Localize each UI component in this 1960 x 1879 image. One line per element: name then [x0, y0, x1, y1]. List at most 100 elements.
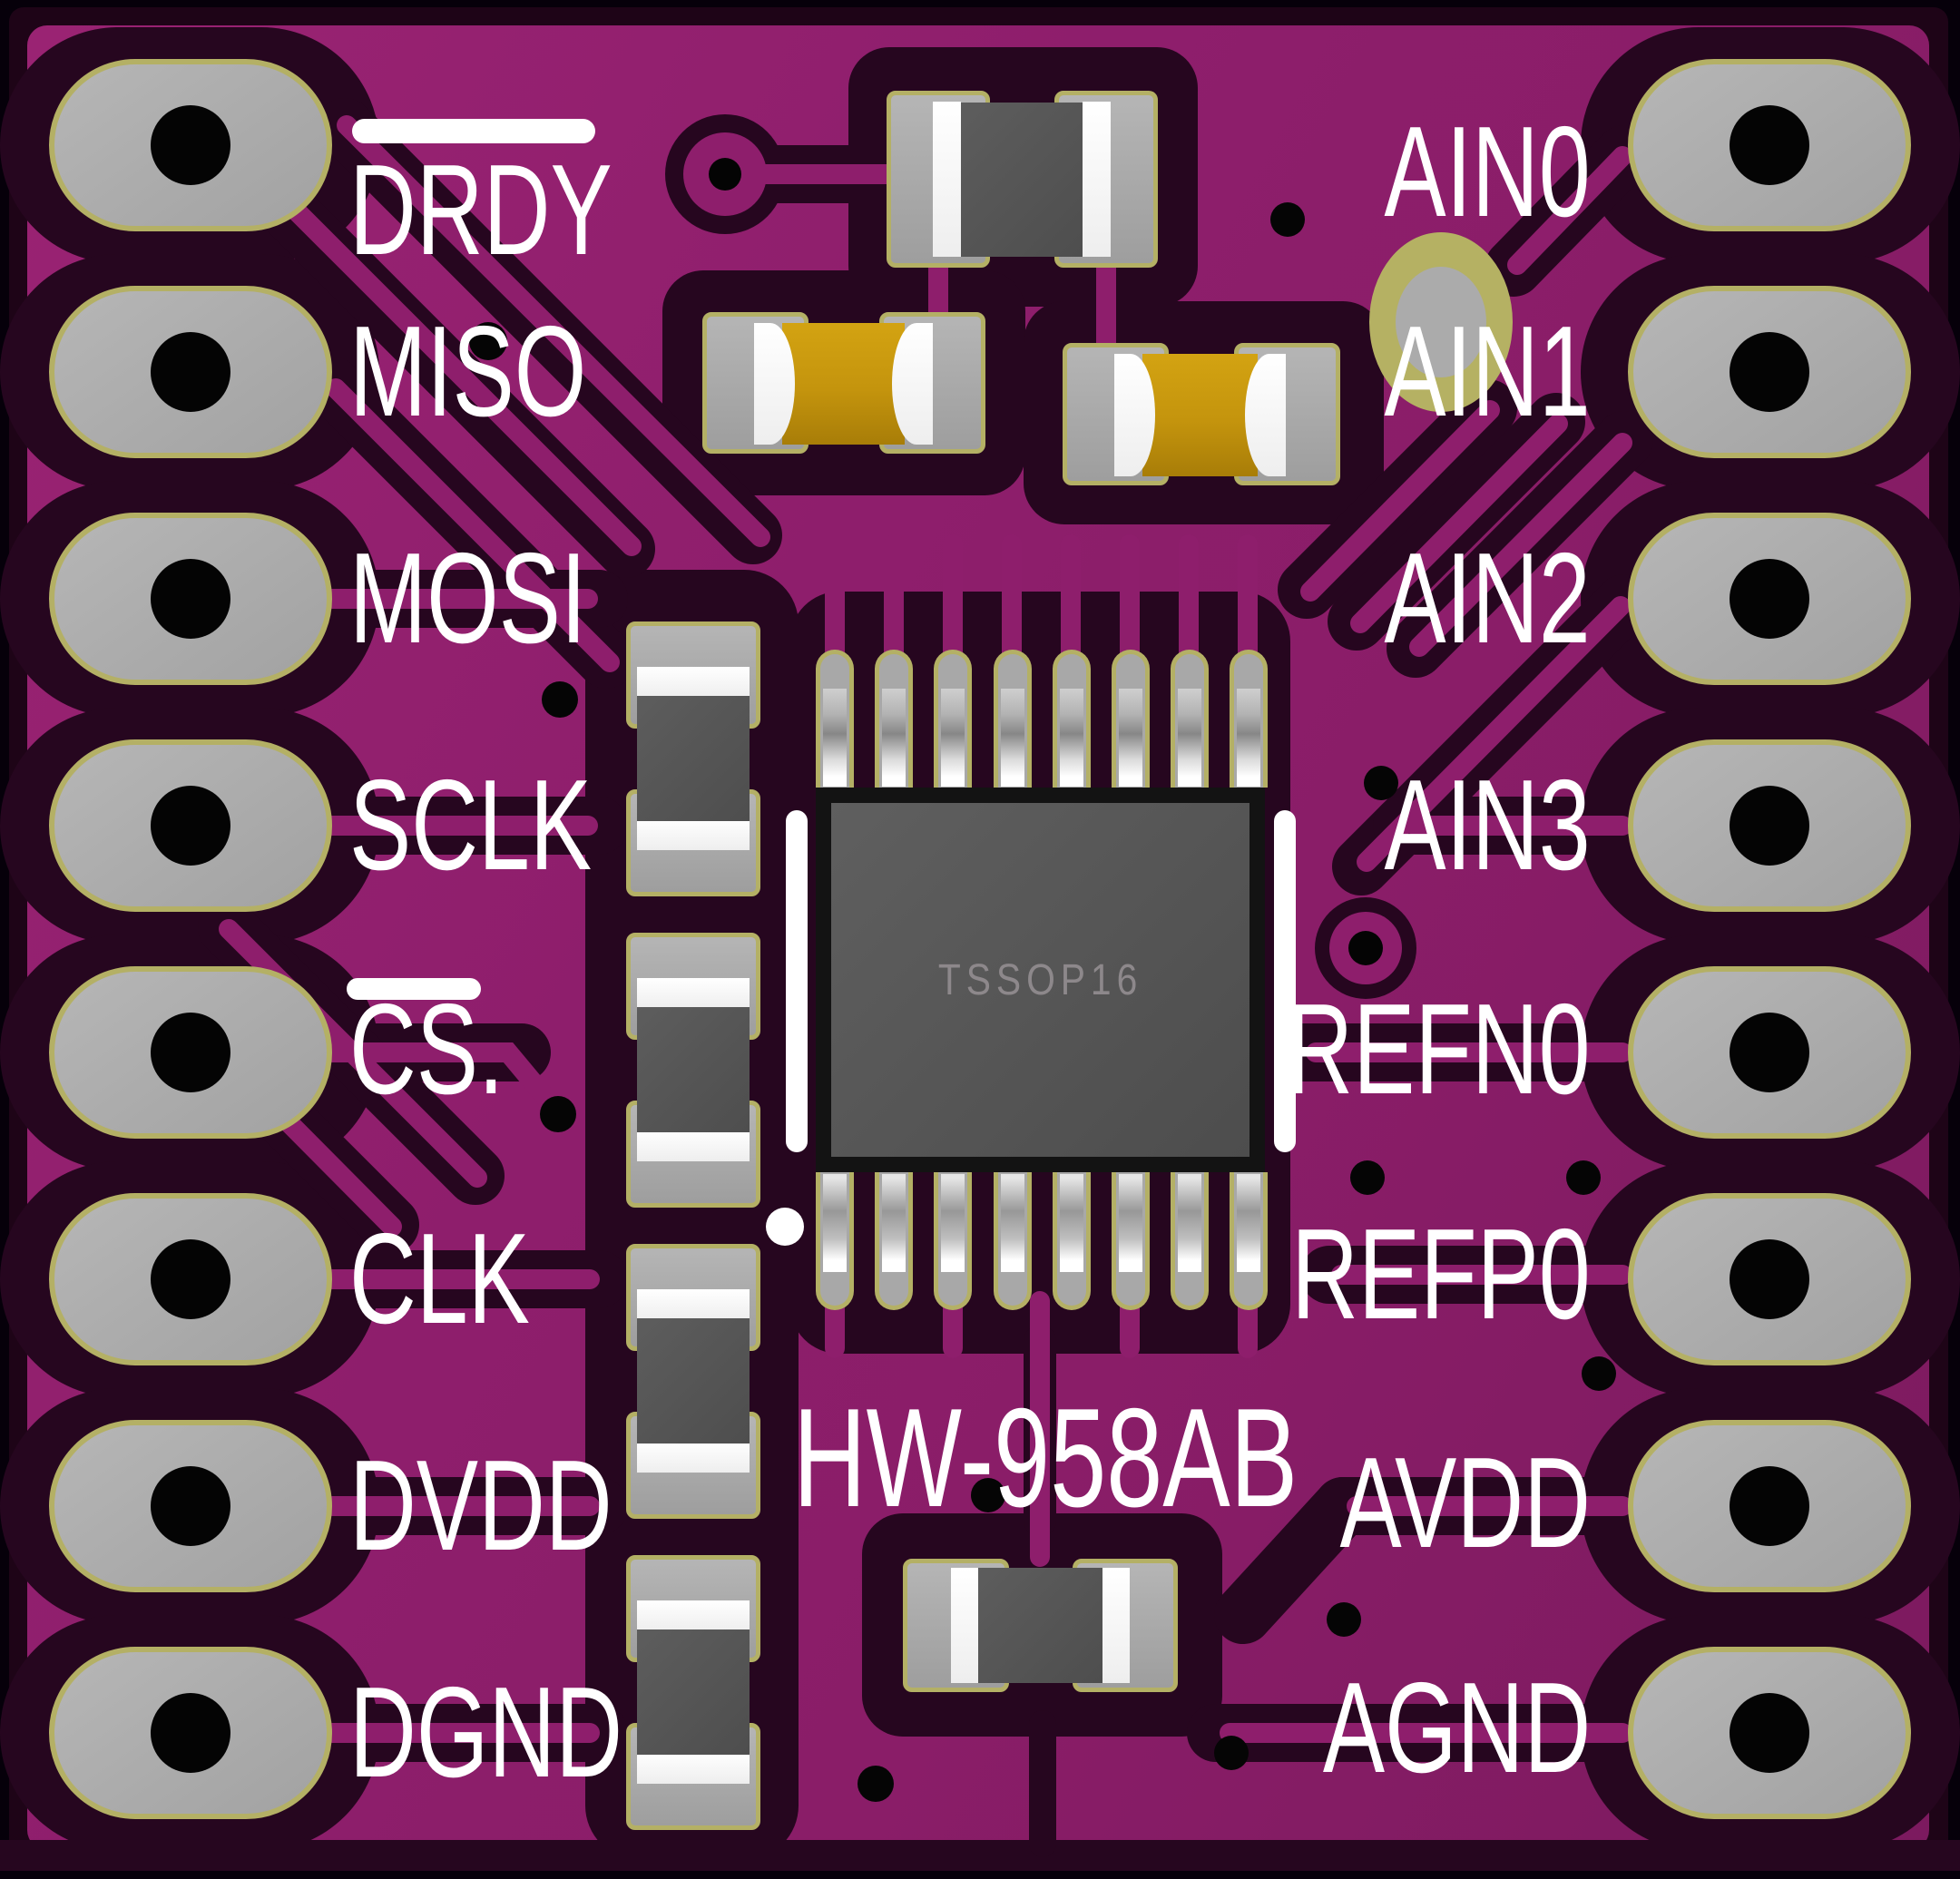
resistor4-cap-top	[637, 1600, 750, 1631]
chip-pin-bottom-15	[875, 1172, 913, 1310]
chip-pin-top-6	[1112, 650, 1150, 788]
pin-metal	[882, 1174, 906, 1272]
pad-ain2	[1628, 513, 1911, 685]
resistor2-body	[637, 1007, 750, 1132]
pad-ain3-hole	[1730, 786, 1809, 866]
pad-refn0	[1628, 966, 1911, 1139]
pin1-marker-dot	[766, 1208, 804, 1246]
pad-clk-hole	[151, 1239, 230, 1319]
chip-pin-bottom-12	[1053, 1172, 1091, 1310]
pad-agnd-hole	[1730, 1693, 1809, 1773]
cs-overline-bar	[347, 978, 481, 1000]
label-refn0: REFN0	[1286, 977, 1591, 1121]
pad-avdd-hole	[1730, 1466, 1809, 1546]
label-ain3: AIN3	[1384, 753, 1591, 897]
chip-pin-top-5	[1053, 650, 1091, 788]
chip-pin-bottom-16	[816, 1172, 854, 1310]
pad-refp0	[1628, 1193, 1911, 1365]
pad-refn0-hole	[1730, 1013, 1809, 1092]
test-point-center	[1396, 267, 1486, 377]
label-mosi: MOSI	[349, 526, 587, 670]
pad-avdd	[1628, 1420, 1911, 1592]
bottom-resistor-cap-left	[951, 1568, 978, 1683]
capacitor1-body	[782, 323, 905, 445]
label-sclk: SCLK	[349, 753, 593, 897]
label-clk: CLK	[349, 1207, 530, 1351]
pad-cs	[49, 966, 332, 1139]
copper-traces-magenta	[150, 115, 1632, 1743]
label-agnd: AGND	[1322, 1656, 1591, 1800]
chip-pin-top-8	[1230, 650, 1268, 788]
pad-drdy-hole	[151, 105, 230, 185]
pad-cs-hole	[151, 1013, 230, 1092]
chip-pin-top-4	[994, 650, 1032, 788]
board-title-silkscreen: HW-958AB	[793, 1379, 1298, 1536]
tssop16-chip: TSSOP16	[816, 788, 1265, 1172]
resistor2-cap-top	[637, 978, 750, 1009]
capacitor1-cap-right	[892, 323, 933, 445]
label-dvdd: DVDD	[349, 1434, 612, 1578]
silkscreen-bar-left	[786, 810, 808, 1152]
pin-metal	[1178, 689, 1201, 787]
pad-ain0	[1628, 59, 1911, 231]
capacitor2-body	[1142, 354, 1258, 476]
chip-pin-bottom-13	[994, 1172, 1032, 1310]
pad-drdy	[49, 59, 332, 231]
resistor3-body	[637, 1318, 750, 1444]
chip-pin-top-1	[816, 650, 854, 788]
pin-metal	[1237, 1174, 1260, 1272]
silkscreen-bar-right	[1274, 810, 1296, 1152]
capacitor2-cap-right	[1245, 354, 1286, 476]
label-avdd: AVDD	[1339, 1431, 1591, 1575]
resistor1-cap-bottom	[637, 819, 750, 850]
pad-ain1-hole	[1730, 332, 1809, 412]
chip-package-marking: TSSOP16	[937, 955, 1143, 1004]
chip-pin-top-3	[934, 650, 972, 788]
label-ain0: AIN0	[1384, 100, 1591, 244]
bottom-resistor-cap-right	[1102, 1568, 1130, 1683]
via-dots	[469, 202, 1616, 1802]
chip-pin-bottom-14	[934, 1172, 972, 1310]
pin-metal	[823, 1174, 847, 1272]
pin-metal	[941, 1174, 965, 1272]
pad-mosi-hole	[151, 559, 230, 639]
pad-dvdd	[49, 1420, 332, 1592]
pin-metal	[823, 689, 847, 787]
pin-metal	[1119, 689, 1142, 787]
chip-pin-top-7	[1171, 650, 1209, 788]
pad-dgnd	[49, 1647, 332, 1819]
pad-ain0-hole	[1730, 105, 1809, 185]
pad-miso	[49, 286, 332, 458]
label-ain2: AIN2	[1384, 526, 1591, 670]
resistor2-cap-bottom	[637, 1130, 750, 1161]
pad-sclk	[49, 739, 332, 912]
pad-agnd	[1628, 1647, 1911, 1819]
ringed-vias	[683, 132, 1402, 984]
pin-metal	[882, 689, 906, 787]
label-miso: MISO	[349, 299, 587, 444]
drdy-overline-bar	[352, 119, 595, 143]
pin-metal	[1060, 689, 1083, 787]
pin-metal	[1001, 689, 1024, 787]
bottom-resistor-body	[978, 1568, 1102, 1683]
pin-metal	[1237, 689, 1260, 787]
chip-pin-bottom-9	[1230, 1172, 1268, 1310]
pin-metal	[941, 689, 965, 787]
tssop16-chip-face: TSSOP16	[831, 803, 1250, 1157]
pad-sclk-hole	[151, 786, 230, 866]
top-resistor-body	[961, 103, 1083, 257]
pad-clk	[49, 1193, 332, 1365]
pin-metal	[1119, 1174, 1142, 1272]
pad-ain2-hole	[1730, 559, 1809, 639]
capacitor1-cap-left	[754, 323, 795, 445]
resistor1-cap-top	[637, 667, 750, 698]
pad-ain3	[1628, 739, 1911, 912]
pad-dgnd-hole	[151, 1693, 230, 1773]
top-resistor-cap-left	[933, 102, 961, 257]
pin-metal	[1178, 1174, 1201, 1272]
pad-mosi	[49, 513, 332, 685]
chip-pin-bottom-10	[1171, 1172, 1209, 1310]
pad-refp0-hole	[1730, 1239, 1809, 1319]
pin-metal	[1001, 1174, 1024, 1272]
label-refp0: REFP0	[1291, 1202, 1591, 1346]
